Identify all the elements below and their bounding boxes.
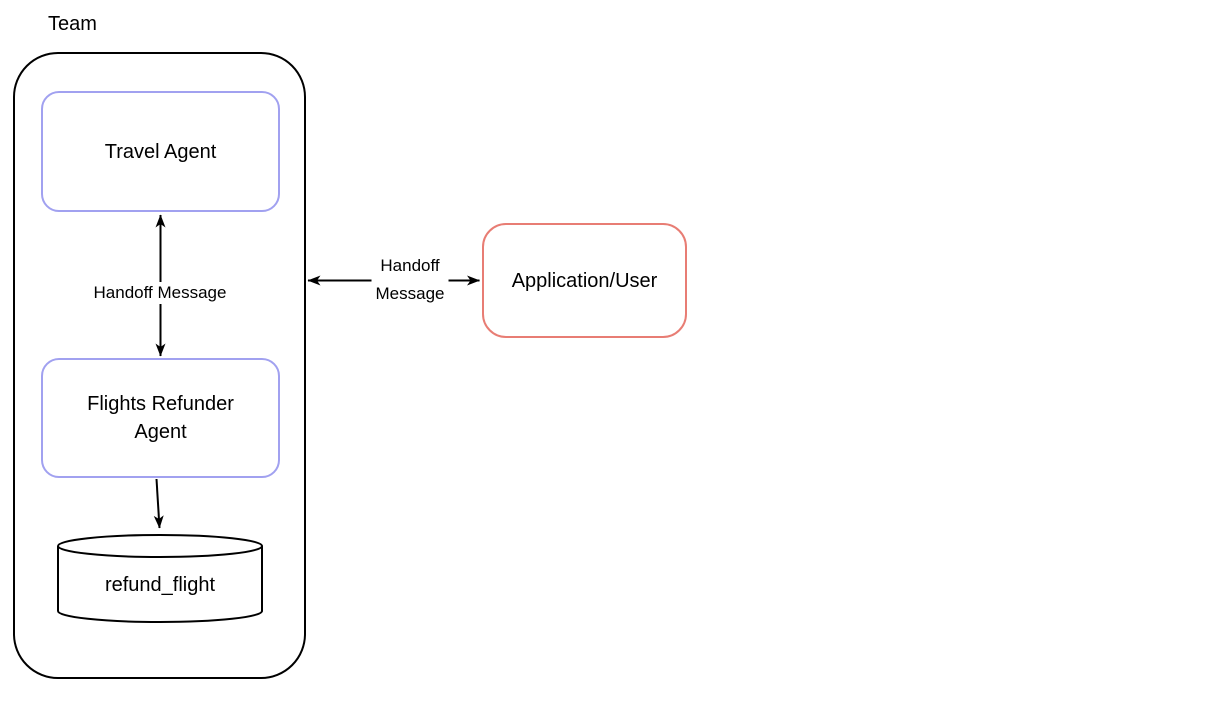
- flights-refunder-label-line1: Flights Refunder: [87, 393, 234, 415]
- edge-label-external-handoff-line2: Message: [375, 284, 445, 303]
- team-container: [13, 52, 306, 679]
- application-user-label: Application/User: [511, 269, 658, 292]
- edge-label-external-handoff: Handoff Message: [371, 252, 449, 308]
- edge-tool-call: [153, 478, 164, 529]
- refund-flight-label: refund_flight: [104, 574, 216, 596]
- flights-refunder-label-line2: Agent: [134, 421, 187, 443]
- node-flights-refunder-agent: Flights Refunder Agent: [41, 358, 280, 478]
- edge-label-internal-handoff: Handoff Message: [89, 282, 231, 304]
- node-application-user: Application/User: [482, 223, 687, 338]
- cylinder-refund-flight: [57, 534, 263, 623]
- team-label: Team: [48, 13, 97, 35]
- travel-agent-label: Travel Agent: [104, 140, 217, 163]
- node-travel-agent: Travel Agent: [41, 91, 280, 212]
- edge-label-external-handoff-line1: Handoff: [380, 256, 440, 275]
